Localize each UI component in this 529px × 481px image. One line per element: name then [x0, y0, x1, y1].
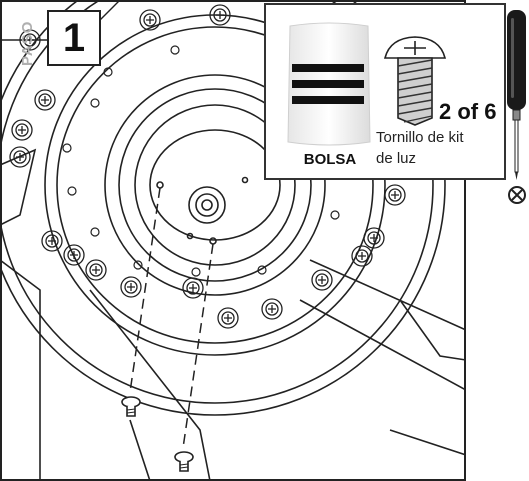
fan-blade — [0, 0, 466, 481]
bag-label: BOLSA — [303, 151, 357, 168]
ring-screws — [9, 4, 406, 329]
hardware-description: Tornillo de kit — [376, 129, 464, 146]
fan-assembly-illustration — [0, 0, 466, 481]
hardware-callout: BOLSA 2 of 6 Tornillo de kit de luz — [264, 3, 506, 180]
motor-hub — [104, 74, 326, 296]
phillips-screwdriver-icon — [507, 10, 526, 180]
step-side-label: PASO — [19, 20, 36, 66]
hardware-bag-icon — [287, 22, 371, 146]
plate-hole — [156, 181, 164, 189]
no-power-tool-icon — [508, 186, 526, 204]
guide-line — [182, 243, 214, 449]
plate-hole — [209, 237, 217, 245]
step-number: 1 — [47, 10, 101, 66]
hardware-description-line2: de luz — [376, 150, 417, 167]
screw-icon — [383, 36, 447, 126]
guide-line — [129, 187, 161, 393]
light-kit-plate — [149, 129, 281, 241]
light-kit-screw — [121, 396, 141, 417]
outer-mounting-ring — [0, 0, 446, 416]
light-kit-screw — [174, 451, 194, 472]
center-shaft — [188, 186, 226, 224]
quantity-label: 2 of 6 — [439, 99, 497, 124]
